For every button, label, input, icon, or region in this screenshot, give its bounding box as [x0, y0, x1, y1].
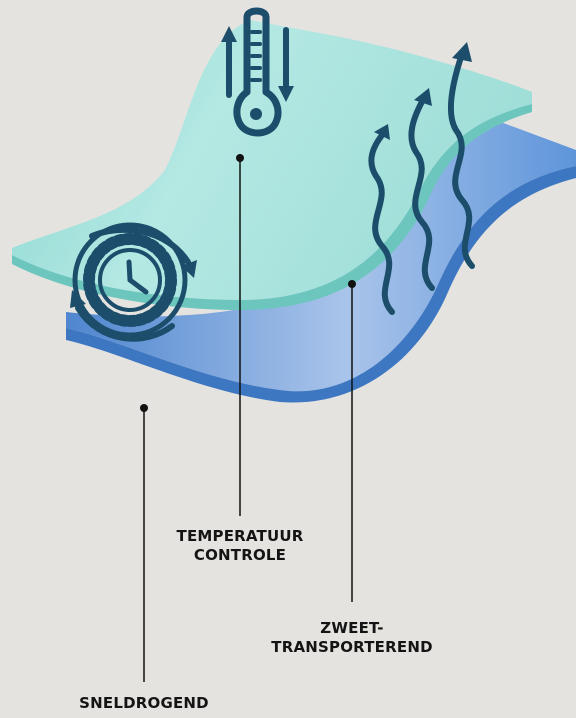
wavy-arrows-up-icon: [368, 42, 475, 315]
temperature-control-label: TEMPERATUUR CONTROLE: [177, 527, 304, 565]
bottom-fabric-layer: [66, 118, 576, 403]
leader-line-temperature: [236, 154, 244, 516]
drying-label-line1: SNELDROGEND: [79, 694, 209, 712]
sweat-label-line1: ZWEET-: [320, 619, 384, 637]
leader-line-sweat: [348, 280, 356, 602]
sweat-transport-label: ZWEET- TRANSPORTEREND: [271, 619, 432, 657]
quick-drying-label: SNELDROGEND: [79, 694, 209, 713]
thermometer-icon: [221, 7, 294, 137]
clock-cycle-icon: [70, 222, 197, 342]
sweat-label-line2: TRANSPORTEREND: [271, 638, 433, 656]
temperature-label-line1: TEMPERATUUR: [176, 527, 304, 545]
temperature-label-line2: CONTROLE: [193, 546, 287, 564]
leader-line-drying: [140, 404, 148, 682]
